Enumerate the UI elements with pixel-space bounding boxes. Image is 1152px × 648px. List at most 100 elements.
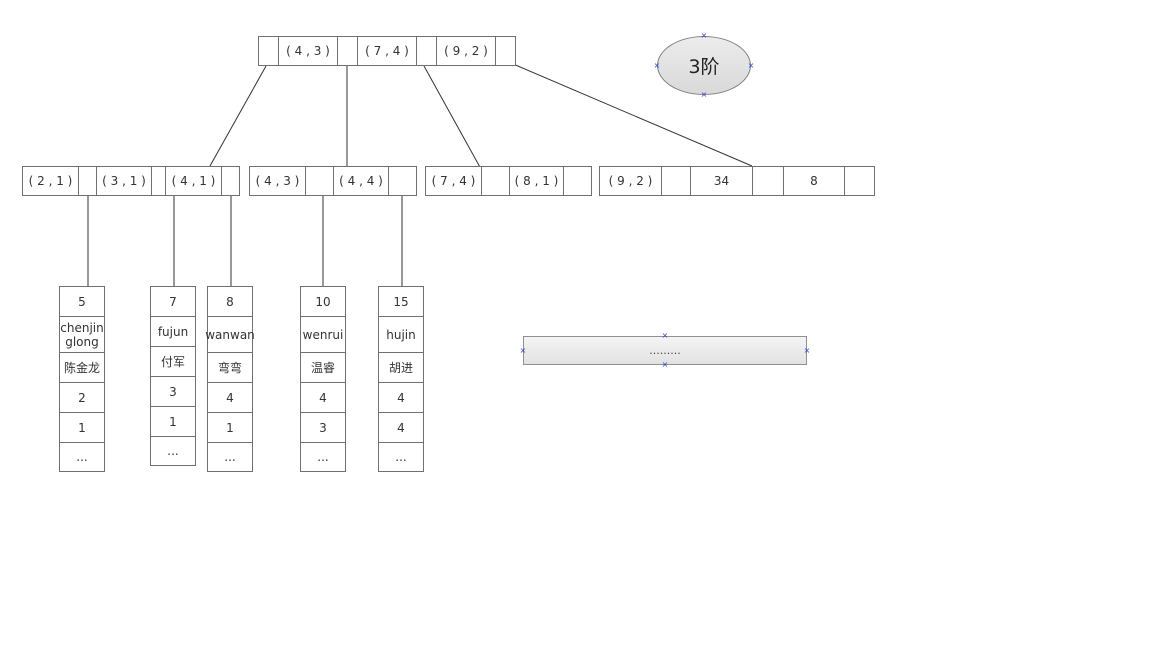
record-field-text: wenrui — [302, 327, 344, 342]
leaf-cell: ( 9 , 2 ) — [599, 166, 662, 196]
leaf-cell-text: ( 4 , 3 ) — [255, 174, 300, 188]
leaf-cell: 34 — [690, 166, 753, 196]
leaf-cell: 8 — [783, 166, 845, 196]
record-field-text: 3 — [169, 384, 177, 399]
record-field-text: 弯弯 — [217, 360, 242, 375]
root-cell: ( 7 , 4 ) — [357, 36, 417, 66]
leaf-cell-text: ( 2 , 1 ) — [28, 174, 73, 188]
record-field-text: fujun — [157, 324, 189, 339]
record-field-text: 2 — [78, 390, 86, 405]
ellipsis-note: ......... — [523, 336, 807, 365]
record-field-text: ... — [76, 450, 88, 464]
order-label-text: 3阶 — [688, 56, 720, 78]
record-field: 10 — [300, 286, 346, 317]
leaf-cell-text: 34 — [713, 174, 730, 188]
record-field-text: wanwan — [205, 327, 255, 342]
selection-handle-icon[interactable]: × — [700, 31, 708, 40]
connector-line — [209, 65, 267, 167]
record-field-text: 8 — [226, 294, 234, 309]
record-field: wenrui — [300, 316, 346, 353]
leaf-cell-text: ( 4 , 4 ) — [339, 174, 383, 188]
record-field: 1 — [59, 412, 105, 443]
leaf-cell: ( 7 , 4 ) — [425, 166, 482, 196]
selection-handle-icon[interactable]: × — [747, 61, 755, 70]
record-field: 4 — [300, 382, 346, 413]
leaf-cell — [151, 166, 166, 196]
leaf-cell-text: ( 8 , 1 ) — [514, 174, 559, 188]
record-field: 5 — [59, 286, 105, 317]
selection-handle-icon[interactable]: × — [661, 360, 669, 369]
selection-handle-icon[interactable]: × — [700, 90, 708, 99]
record-field-text: ... — [167, 444, 179, 458]
record-field: 4 — [378, 382, 424, 413]
record-field: 15 — [378, 286, 424, 317]
record-field: 2 — [59, 382, 105, 413]
record-field: 胡进 — [378, 352, 424, 383]
record-field-text: 5 — [78, 294, 86, 309]
connector-line — [423, 65, 482, 170]
record-field: 3 — [300, 412, 346, 443]
record-field: 温睿 — [300, 352, 346, 383]
root-cell — [258, 36, 279, 66]
record-field-text: ... — [224, 450, 236, 464]
root-cell-text: ( 7 , 4 ) — [365, 44, 409, 58]
leaf-cell: ( 4 , 4 ) — [333, 166, 389, 196]
root-cell — [495, 36, 516, 66]
leaf-cell — [752, 166, 784, 196]
record-field-text: 胡进 — [388, 360, 413, 375]
selection-handle-icon[interactable]: × — [519, 346, 527, 355]
selection-handle-icon[interactable]: × — [653, 61, 661, 70]
leaf-cell: ( 2 , 1 ) — [22, 166, 79, 196]
record-field: hujin — [378, 316, 424, 353]
record-field-text: 1 — [226, 420, 234, 435]
record-field: 8 — [207, 286, 253, 317]
ellipsis-note-text: ......... — [649, 344, 681, 357]
record-field-text: 4 — [226, 390, 234, 405]
leaf-cell — [563, 166, 592, 196]
leaf-cell-text: ( 3 , 1 ) — [102, 174, 146, 188]
record-field: 3 — [150, 376, 196, 407]
record-field: ... — [300, 442, 346, 472]
root-cell — [416, 36, 437, 66]
leaf-cell: ( 4 , 3 ) — [249, 166, 306, 196]
record-field-text: 3 — [319, 420, 327, 435]
leaf-cell — [305, 166, 334, 196]
leaf-cell — [661, 166, 691, 196]
root-cell: ( 9 , 2 ) — [436, 36, 496, 66]
record-field-text: 4 — [397, 420, 405, 435]
record-field: 1 — [150, 406, 196, 437]
record-field-text: 10 — [315, 294, 331, 309]
record-field-text: chenjin glong — [60, 320, 108, 349]
record-field: ... — [59, 442, 105, 472]
root-cell — [337, 36, 358, 66]
leaf-cell-text: ( 9 , 2 ) — [608, 174, 653, 188]
record-field-text: 付军 — [160, 354, 185, 369]
record-field: 4 — [378, 412, 424, 443]
record-field: chenjin glong — [59, 316, 105, 353]
record-field-text: 陈金龙 — [63, 360, 100, 375]
leaf-cell: ( 8 , 1 ) — [509, 166, 564, 196]
selection-handle-icon[interactable]: × — [803, 346, 811, 355]
record-field: ... — [150, 436, 196, 466]
record-field: 1 — [207, 412, 253, 443]
record-field: ... — [378, 442, 424, 472]
record-field: wanwan — [205, 316, 255, 353]
record-field: 弯弯 — [207, 352, 253, 383]
record-field: 4 — [207, 382, 253, 413]
selection-handle-icon[interactable]: × — [661, 331, 669, 340]
record-field: 7 — [150, 286, 196, 317]
leaf-cell — [481, 166, 510, 196]
root-cell-text: ( 9 , 2 ) — [444, 44, 488, 58]
root-cell-text: ( 4 , 3 ) — [286, 44, 330, 58]
leaf-cell — [844, 166, 875, 196]
record-field-text: 1 — [169, 414, 177, 429]
leaf-cell: ( 3 , 1 ) — [96, 166, 152, 196]
record-field-text: ... — [317, 450, 329, 464]
record-field-text: 15 — [393, 294, 409, 309]
record-field-text: 温睿 — [310, 360, 335, 375]
root-cell: ( 4 , 3 ) — [278, 36, 338, 66]
leaf-cell-text: ( 7 , 4 ) — [431, 174, 476, 188]
leaf-cell-text: ( 4 , 1 ) — [171, 174, 216, 188]
leaf-cell: ( 4 , 1 ) — [165, 166, 222, 196]
